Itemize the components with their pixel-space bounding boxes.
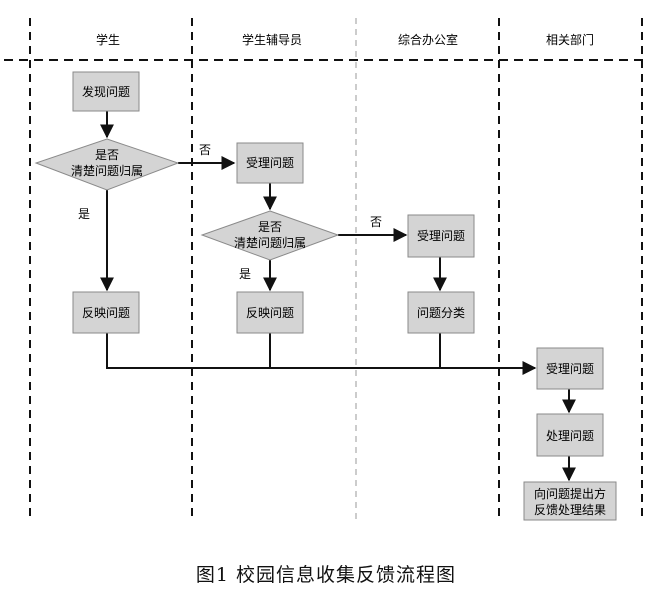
node-accept-counselor-label: 受理问题: [246, 156, 294, 170]
node-report-student: 反映问题: [72, 291, 140, 334]
label-yes-1: 是: [78, 207, 90, 221]
lane-title-counselor: 学生辅导员: [242, 32, 302, 47]
node-accept-counselor: 受理问题: [236, 142, 304, 184]
decision-student-line2: 清楚问题归属: [71, 164, 143, 178]
node-accept-dept-label: 受理问题: [546, 362, 594, 376]
node-feedback-line1: 向问题提出方: [534, 486, 606, 501]
node-report-counselor: 反映问题: [236, 291, 304, 334]
node-report-counselor-label: 反映问题: [246, 306, 294, 320]
node-find-problem: 发现问题: [72, 71, 140, 112]
label-no-1: 否: [199, 143, 211, 157]
label-yes-2: 是: [239, 267, 251, 281]
node-classify-label: 问题分类: [417, 306, 465, 320]
node-handle-label: 处理问题: [546, 429, 594, 443]
node-accept-office: 受理问题: [407, 214, 475, 258]
node-feedback-line2: 反馈处理结果: [534, 503, 606, 517]
decision-student: 是否 清楚问题归属: [34, 138, 180, 191]
figure-caption: 图1 校园信息收集反馈流程图: [195, 564, 457, 586]
node-accept-dept: 受理问题: [536, 347, 604, 390]
lane-title-dept: 相关部门: [546, 32, 594, 47]
decision-student-line1: 是否: [95, 148, 119, 162]
label-no-2: 否: [370, 215, 382, 229]
node-find-problem-label: 发现问题: [82, 84, 130, 99]
node-classify: 问题分类: [407, 291, 475, 334]
lane-title-student: 学生: [96, 32, 120, 47]
node-report-student-label: 反映问题: [82, 306, 130, 320]
lane-dividers: [4, 18, 648, 522]
decision-counselor-line1: 是否: [258, 220, 282, 234]
node-accept-office-label: 受理问题: [417, 229, 465, 243]
decision-counselor-line2: 清楚问题归属: [234, 236, 306, 250]
decision-counselor: 是否 清楚问题归属: [200, 210, 340, 261]
connectors: [100, 111, 576, 482]
node-handle: 处理问题: [536, 413, 604, 457]
lane-title-office: 综合办公室: [398, 32, 458, 47]
node-feedback: 向问题提出方 反馈处理结果: [523, 481, 617, 521]
